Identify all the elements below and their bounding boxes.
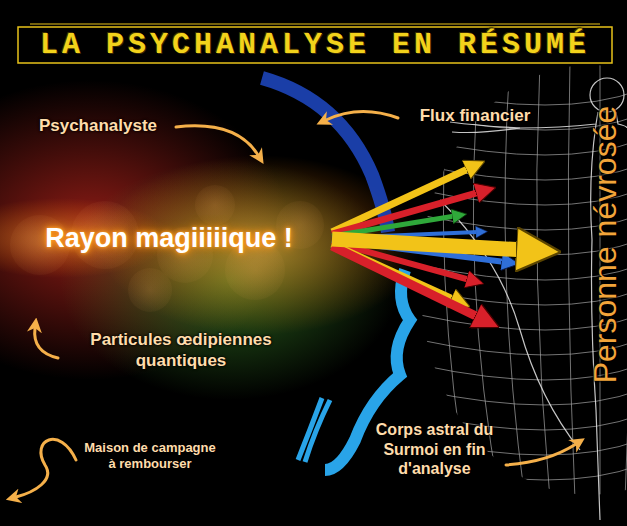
money-flow-label: Flux financier xyxy=(400,106,550,127)
blue-figure xyxy=(298,398,330,462)
title: LA PSYCHANALYSE EN RÉSUMÉ xyxy=(18,27,612,63)
oedipal-particles-label: Particules œdipiennes quantiques xyxy=(56,330,306,371)
blue-figure xyxy=(325,270,410,470)
magic-ray-label: Rayon magiiiiique ! xyxy=(6,222,332,255)
title-frame xyxy=(18,27,612,63)
neurotic-person-label: Personne névrosée xyxy=(586,106,625,384)
ray-arrows xyxy=(332,168,525,318)
country-house-label: Maison de campagne à rembourser xyxy=(80,440,220,472)
blue-swoosh xyxy=(262,78,388,232)
psychanalyst-label: Psychanalyste xyxy=(18,116,178,137)
title-frame xyxy=(30,24,600,25)
pointer-arrows xyxy=(16,111,576,497)
astral-body-label: Corps astral du Surmoi en fin d'analyse xyxy=(362,420,507,479)
